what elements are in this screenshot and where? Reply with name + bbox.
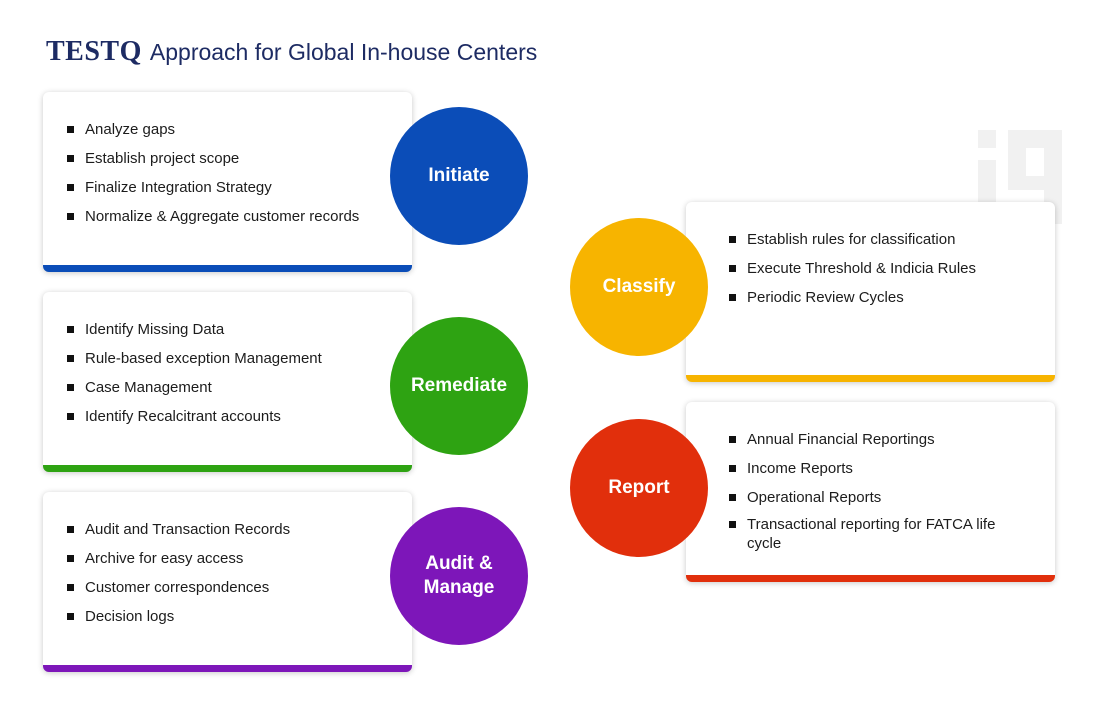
bullet-icon [729,465,736,472]
remediate-list: Identify Missing Data Rule-based excepti… [67,320,322,436]
bullet-icon [729,436,736,443]
bullet-icon [729,236,736,243]
bullet-icon [729,265,736,272]
bullet-icon [67,584,74,591]
initiate-label: Initiate [428,165,490,186]
list-item: Decision logs [67,607,290,626]
list-item: Case Management [67,378,322,397]
list-item: Income Reports [729,459,997,478]
initiate-circle: Initiate [390,107,528,245]
initiate-list: Analyze gaps Establish project scope Fin… [67,120,359,236]
list-item: Rule-based exception Management [67,349,322,368]
list-item: Establish rules for classification [729,230,976,249]
report-list: Annual Financial Reportings Income Repor… [729,430,997,563]
list-item: Identify Missing Data [67,320,322,339]
classify-circle: Classify [570,218,708,356]
remediate-card: Identify Missing Data Rule-based excepti… [43,292,412,472]
bullet-icon [67,326,74,333]
list-item: Identify Recalcitrant accounts [67,407,322,426]
list-item: Annual Financial Reportings [729,430,997,449]
list-item: Archive for easy access [67,549,290,568]
bullet-icon [67,126,74,133]
list-item: Audit and Transaction Records [67,520,290,539]
title-text: Approach for Global In-house Centers [149,39,538,65]
list-item: Normalize & Aggregate customer records [67,207,359,226]
bullet-icon [729,494,736,501]
audit-circle: Audit & Manage [390,507,528,645]
remediate-circle: Remediate [390,317,528,455]
bullet-icon [67,384,74,391]
initiate-card: Analyze gaps Establish project scope Fin… [43,92,412,272]
bullet-icon [67,184,74,191]
audit-card: Audit and Transaction Records Archive fo… [43,492,412,672]
report-circle: Report [570,419,708,557]
bullet-icon [67,155,74,162]
list-item: Operational Reports [729,488,997,507]
bullet-icon [67,613,74,620]
bullet-icon [67,526,74,533]
classify-label: Classify [602,276,676,297]
list-item: Transactional reporting for FATCA life c… [729,515,997,553]
bullet-icon [729,521,736,528]
report-card: Annual Financial Reportings Income Repor… [686,402,1055,582]
list-item: Finalize Integration Strategy [67,178,359,197]
classify-list: Establish rules for classification Execu… [729,230,976,317]
bullet-icon [67,213,74,220]
remediate-label: Remediate [410,375,508,396]
bullet-icon [67,413,74,420]
list-item: Execute Threshold & Indicia Rules [729,259,976,278]
audit-list: Audit and Transaction Records Archive fo… [67,520,290,636]
bullet-icon [67,555,74,562]
list-item: Establish project scope [67,149,359,168]
bullet-icon [729,294,736,301]
classify-card: Establish rules for classification Execu… [686,202,1055,382]
brand-name: TESTQ [46,36,142,67]
list-item: Periodic Review Cycles [729,288,976,307]
list-item: Customer correspondences [67,578,290,597]
report-label: Report [608,477,670,498]
page-title: TESTQ Approach for Global In-house Cente… [46,36,537,68]
audit-label: Audit & Manage [423,553,495,598]
bullet-icon [67,355,74,362]
list-item: Analyze gaps [67,120,359,139]
